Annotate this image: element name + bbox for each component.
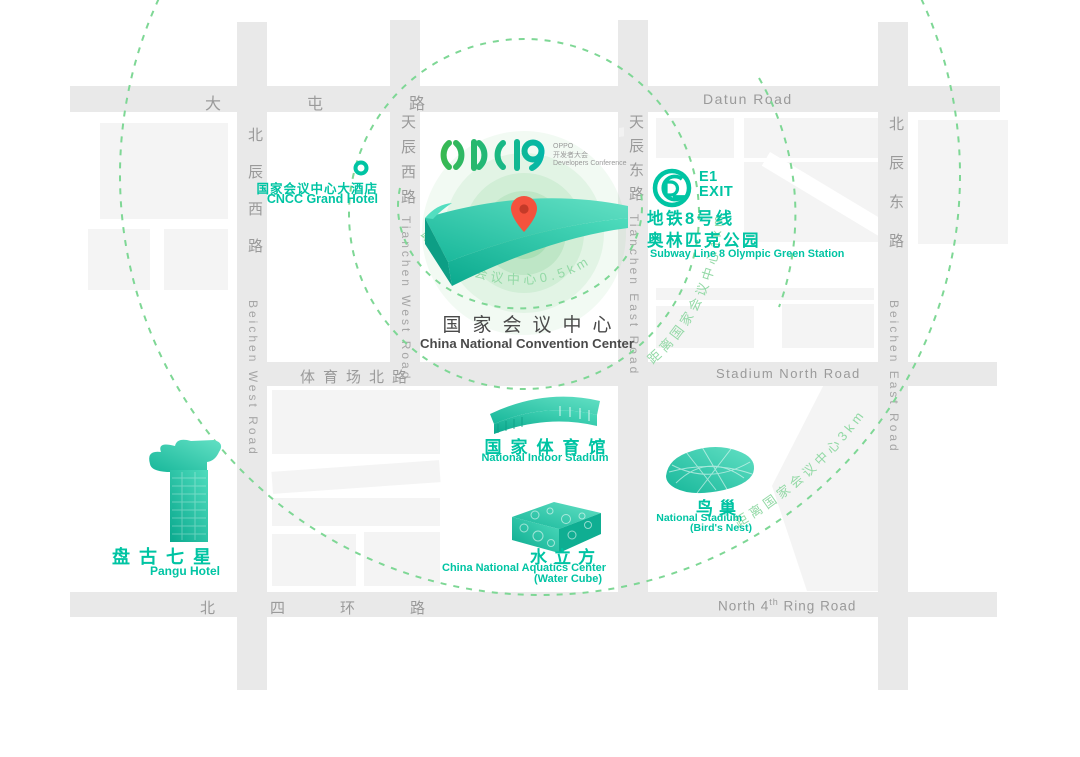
water-cube-label-zh: 水立方 <box>530 548 602 567</box>
city-block <box>100 123 228 219</box>
indoor-stadium-label-en: National Indoor Stadium <box>481 452 609 464</box>
road-label-beichen-west-en: Beichen West Road <box>246 300 260 457</box>
city-block <box>782 304 874 348</box>
city-block <box>272 534 356 586</box>
city-block <box>364 532 440 586</box>
road-label-ring-en: North 4th Ring Road <box>718 597 856 614</box>
road-label-beichen-east-zh: 北辰东路 <box>887 116 904 272</box>
birds-nest-illustration <box>666 446 755 494</box>
city-block <box>656 306 754 348</box>
logo-subtext-line: OPPO <box>553 143 574 150</box>
hotel-label-zh: 国家会议中心大酒店 <box>256 182 378 196</box>
venue-title-zh: 国家会议中心 <box>442 315 623 336</box>
water-cube-label-en1: China National Aquatics Center <box>442 562 607 574</box>
venue-title-en: China National Convention Center <box>420 336 634 351</box>
subway-exit-code: E1 <box>699 169 718 185</box>
city-block-wedge <box>772 372 878 591</box>
ring-en-sup: th <box>769 597 779 607</box>
road-north-4th-ring <box>70 592 997 617</box>
city-block <box>656 288 874 300</box>
hotel-marker-icon <box>353 160 369 176</box>
city-block <box>744 118 878 158</box>
road-label-ring-zh: 北四环路 <box>200 600 481 617</box>
logo-subtext-line: Developers Conference <box>553 160 627 167</box>
city-block <box>918 120 1008 244</box>
pangu-hotel-illustration <box>149 439 222 542</box>
birds-nest-label-zh: 鸟巢 <box>696 499 742 518</box>
road-label-tianchen-east-zh: 天辰东路 <box>627 114 644 210</box>
pangu-label-zh: 盘古七星 <box>112 547 220 567</box>
road-label-datun-zh: 大屯路 <box>205 96 512 113</box>
road-label-beichen-east-en: Beichen East Road <box>887 300 901 454</box>
city-block <box>744 162 878 242</box>
city-block <box>88 229 150 290</box>
indoor-stadium-illustration <box>490 396 600 434</box>
ring-label-05km: 距离国家会议中心0.5km <box>418 227 594 287</box>
city-block <box>272 390 440 454</box>
city-block <box>272 498 440 526</box>
location-pin-icon <box>511 196 537 232</box>
subway-line-zh: 地铁8号线 <box>647 210 735 228</box>
road-label-stadium-north-zh: 体育场北路 <box>300 369 416 386</box>
subway-station-zh: 奥林匹克公园 <box>647 232 761 250</box>
birds-nest-label-en2: (Bird's Nest) <box>689 522 752 534</box>
birds-nest-label-en1: National Stadium <box>656 512 742 524</box>
road-label-tianchen-west-en: Tianchen West Road <box>399 216 413 382</box>
road-label-tianchen-west-zh: 天辰西路 <box>399 114 416 214</box>
subway-exit-word: EXIT <box>699 184 734 200</box>
subway-logo-icon <box>652 168 692 208</box>
pangu-label-en: Pangu Hotel <box>149 564 220 578</box>
indoor-stadium-label-zh: 国家体育馆 <box>484 438 615 457</box>
road-label-stadium-north-en: Stadium North Road <box>716 366 861 381</box>
ring-05km <box>397 187 643 310</box>
subway-label-en: Subway Line 8 Olympic Green Station <box>650 248 845 260</box>
city-block <box>656 118 734 158</box>
city-block <box>164 229 228 290</box>
hotel-label-en: CNCC Grand Hotel <box>266 192 378 206</box>
road-label-tianchen-east-en: Tianchen East Road <box>627 214 641 377</box>
ring-en-prefix: North 4 <box>718 598 770 614</box>
ring-en-suffix: Ring Road <box>778 598 857 614</box>
city-block <box>271 460 441 494</box>
odc19-logo <box>440 139 545 171</box>
water-cube-label-en2: (Water Cube) <box>533 573 602 585</box>
logo-subtext-line: 开发者大会 <box>553 151 588 159</box>
road-label-datun-en: Datun Road <box>703 91 793 107</box>
logo-subtext: OPPO 开发者大会 Developers Conference <box>553 143 627 169</box>
